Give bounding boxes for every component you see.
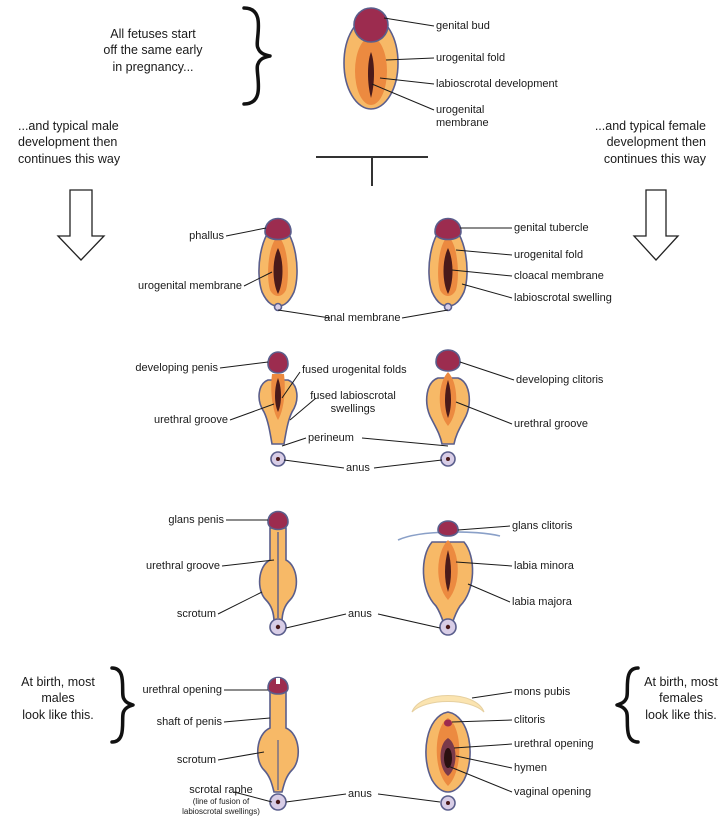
label-labioscrotal-development: labioscrotal development — [436, 78, 558, 91]
label-urogenital-membrane-top: urogenital membrane — [436, 104, 489, 130]
label-scrotum-5: scrotum — [140, 754, 216, 767]
stage2-female-figure — [429, 219, 467, 311]
stage4-female-figure — [398, 521, 500, 635]
stage4-male-figure — [260, 512, 297, 636]
label-urethral-groove-male-3: urethral groove — [120, 414, 228, 427]
intro-start-text: All fetuses start off the same early in … — [78, 26, 228, 75]
label-urogenital-membrane: urogenital membrane — [80, 280, 242, 293]
label-clitoris: clitoris — [514, 714, 545, 727]
label-developing-penis: developing penis — [110, 362, 218, 375]
label-urethral-opening-female: urethral opening — [514, 738, 594, 751]
label-perineum: perineum — [308, 432, 354, 445]
label-hymen: hymen — [514, 762, 547, 775]
label-genital-bud: genital bud — [436, 20, 490, 33]
intro-female-text: ...and typical female development then c… — [560, 118, 706, 167]
label-anus-4: anus — [348, 608, 372, 621]
label-anus-3: anus — [346, 462, 370, 475]
label-vaginal-opening: vaginal opening — [514, 786, 591, 799]
label-labioscrotal-swelling: labioscrotal swelling — [514, 292, 612, 305]
label-glans-clitoris: glans clitoris — [512, 520, 573, 533]
brace-male — [112, 668, 133, 742]
label-urogenital-fold: urogenital fold — [436, 52, 505, 65]
label-scrotal-raphe: scrotal raphe — [176, 784, 266, 797]
brace-female — [617, 668, 638, 742]
intro-male-text: ...and typical male development then con… — [18, 118, 120, 167]
label-glans-penis: glans penis — [130, 514, 224, 527]
label-cloacal-membrane: cloacal membrane — [514, 270, 604, 283]
stage3-female-figure — [427, 350, 470, 466]
label-fused-labioscrotal-swellings: fused labioscrotal swellings — [298, 390, 408, 416]
label-mons-pubis: mons pubis — [514, 686, 570, 699]
brace-top — [244, 8, 270, 104]
label-labia-minora: labia minora — [514, 560, 574, 573]
label-developing-clitoris: developing clitoris — [516, 374, 603, 387]
label-urogenital-fold-2: urogenital fold — [514, 249, 583, 262]
label-urethral-groove-female-3: urethral groove — [514, 418, 588, 431]
label-urethral-opening-male: urethral opening — [110, 684, 222, 697]
label-shaft-of-penis: shaft of penis — [120, 716, 222, 729]
label-scrotum-4: scrotum — [140, 608, 216, 621]
female-birth-text: At birth, most females look like this. — [640, 674, 722, 723]
stage2-male-figure — [259, 219, 297, 311]
male-arrow — [58, 190, 104, 260]
label-phallus: phallus — [120, 230, 224, 243]
stage5-female-figure — [412, 696, 484, 811]
label-anus-5: anus — [348, 788, 372, 801]
female-arrow — [634, 190, 678, 260]
stage3-male-figure — [259, 352, 297, 466]
stage1-figure — [344, 8, 398, 109]
label-labia-majora: labia majora — [512, 596, 572, 609]
label-genital-tubercle: genital tubercle — [514, 222, 589, 235]
label-scrotal-raphe-note: (line of fusion of labioscrotal swelling… — [176, 797, 266, 816]
label-anal-membrane: anal membrane — [324, 312, 400, 325]
label-fused-urogenital-folds: fused urogenital folds — [302, 364, 407, 377]
label-urethral-groove-4: urethral groove — [110, 560, 220, 573]
male-birth-text: At birth, most males look like this. — [8, 674, 108, 723]
